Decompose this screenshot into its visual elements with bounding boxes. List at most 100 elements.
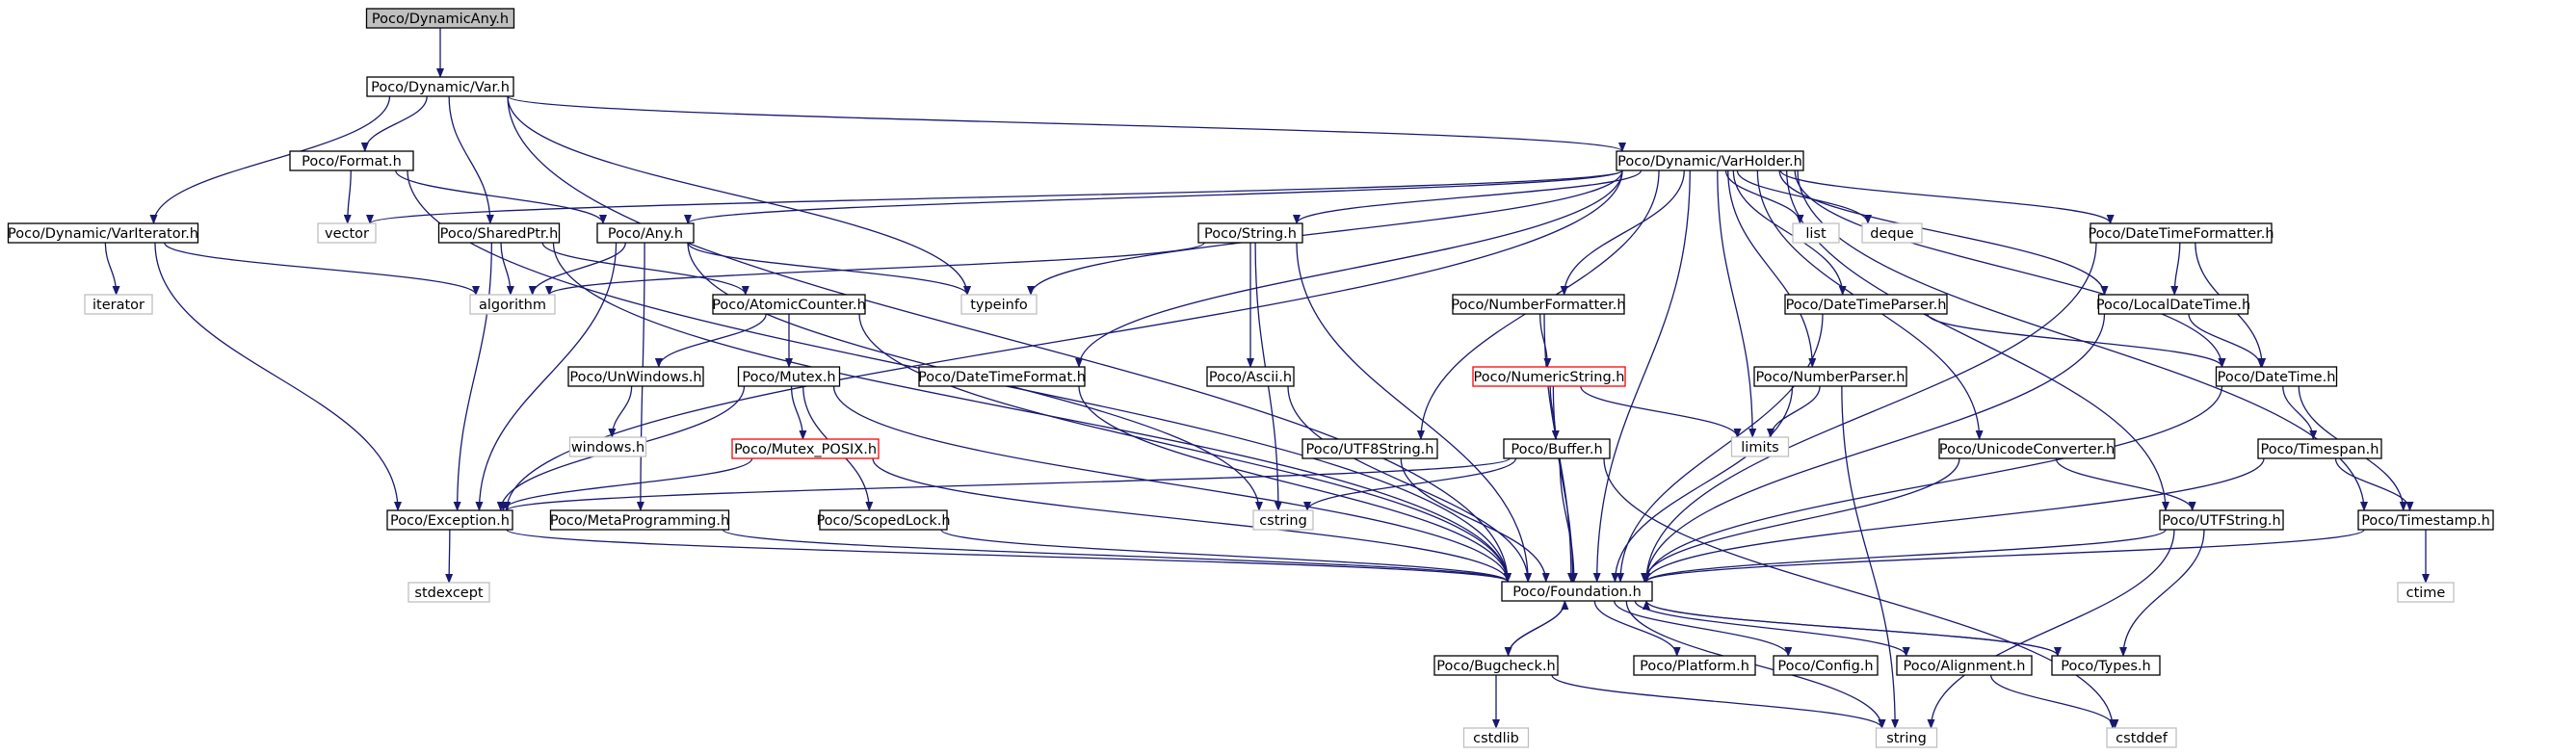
node-buffer[interactable]: Poco/Buffer.h	[1503, 438, 1611, 459]
node-var[interactable]: Poco/Dynamic/Var.h	[366, 76, 514, 97]
node-mutexposix[interactable]: Poco/Mutex_POSIX.h	[731, 438, 880, 459]
node-label: Poco/SharedPtr.h	[440, 226, 559, 242]
node-label: Poco/Alignment.h	[1904, 659, 2026, 674]
node-numstring[interactable]: Poco/NumericString.h	[1472, 366, 1626, 387]
edge-line	[1593, 600, 1681, 657]
node-box	[366, 76, 514, 97]
edge-foundation-to-config	[1614, 600, 1793, 657]
node-cstring: cstring	[1252, 509, 1314, 531]
edge-line	[687, 242, 971, 296]
node-unwindows[interactable]: Poco/UnWindows.h	[567, 366, 704, 387]
edge-line	[154, 242, 402, 511]
node-alignment[interactable]: Poco/Alignment.h	[1896, 655, 2033, 676]
node-mutex[interactable]: Poco/Mutex.h	[737, 366, 841, 387]
node-box	[819, 509, 948, 531]
node-atomic[interactable]: Poco/AtomicCounter.h	[712, 294, 866, 315]
node-label: Poco/DynamicAny.h	[372, 12, 509, 27]
node-unicodeconv[interactable]: Poco/UnicodeConverter.h	[1938, 438, 2116, 459]
edge-line	[2334, 457, 2414, 511]
edge-line	[858, 313, 1511, 583]
edge-line	[1507, 600, 1569, 657]
node-box	[1503, 438, 1611, 459]
node-scopedlock[interactable]: Poco/ScopedLock.h	[816, 509, 951, 531]
edge-foundation-to-alignment	[1634, 600, 1910, 657]
node-types[interactable]: Poco/Types.h	[2051, 655, 2161, 676]
node-box	[1861, 222, 1923, 244]
node-dtformat[interactable]: Poco/DateTimeFormat.h	[918, 366, 1086, 387]
node-label: Poco/AtomicCounter.h	[712, 298, 866, 313]
node-localdt[interactable]: Poco/LocalDateTime.h	[2096, 294, 2250, 315]
edge-line	[1027, 169, 1623, 296]
edge-var-to-varholder	[507, 95, 1626, 152]
node-numparser[interactable]: Poco/NumberParser.h	[1753, 366, 1907, 387]
edge-utf8-to-foundation	[1400, 457, 1550, 583]
edge-line	[552, 242, 1511, 583]
node-label: Poco/NumericString.h	[1474, 370, 1625, 385]
edge-numformatter-to-numstring	[1539, 313, 1552, 368]
node-label: Poco/Foundation.h	[1512, 585, 1642, 600]
node-box	[469, 294, 556, 315]
node-box	[407, 582, 490, 603]
edge-line	[1794, 169, 2226, 368]
node-foundation[interactable]: Poco/Foundation.h	[1501, 581, 1653, 602]
node-utf8[interactable]: Poco/UTF8String.h	[1301, 438, 1438, 459]
edge-line	[1841, 385, 1900, 729]
node-bugcheck[interactable]: Poco/Bugcheck.h	[1433, 655, 1559, 676]
node-label: Poco/Bugcheck.h	[1436, 659, 1555, 674]
edge-numparser-to-limits	[1766, 385, 1821, 438]
node-metaprog[interactable]: Poco/MetaProgramming.h	[550, 509, 729, 531]
node-ascii[interactable]: Poco/Ascii.h	[1206, 366, 1295, 387]
node-dynany[interactable]: Poco/DynamicAny.h	[365, 8, 515, 29]
node-box	[1633, 655, 1756, 676]
edge-line	[503, 169, 1623, 511]
node-label: Poco/Timestamp.h	[2361, 513, 2490, 529]
node-label: string	[1886, 731, 1927, 746]
edge-any-to-algorithm	[528, 242, 626, 296]
edge-any-to-exception	[475, 242, 618, 511]
node-label: ctime	[2406, 586, 2446, 601]
node-box	[2106, 727, 2177, 748]
node-windows: windows.h	[568, 436, 647, 457]
node-format[interactable]: Poco/Format.h	[289, 150, 414, 171]
node-label: Poco/Format.h	[302, 154, 402, 169]
node-label: Poco/Dynamic/VarHolder.h	[1617, 154, 1802, 169]
node-config[interactable]: Poco/Config.h	[1773, 655, 1879, 676]
edge-metaprog-to-foundation	[722, 529, 1511, 583]
node-label: algorithm	[479, 298, 546, 313]
edge-line	[1539, 313, 1552, 368]
edge-alignment-to-cstddef	[1989, 674, 2119, 729]
edge-variter-to-iterator	[104, 242, 120, 296]
node-label: Poco/LocalDateTime.h	[2096, 298, 2250, 313]
edge-atomic-to-unwindows	[654, 313, 767, 368]
edge-any-to-typeinfo	[687, 242, 971, 296]
edge-line	[1634, 600, 1910, 657]
node-timespan[interactable]: Poco/Timespan.h	[2257, 438, 2382, 459]
edge-line	[1560, 169, 1685, 296]
node-box	[2159, 509, 2284, 531]
node-datetime[interactable]: Poco/DateTime.h	[2215, 366, 2338, 387]
node-dtparser[interactable]: Poco/DateTimeParser.h	[1784, 294, 1948, 315]
edge-varholder-to-deque	[1736, 169, 1872, 224]
node-sharedptr[interactable]: Poco/SharedPtr.h	[437, 222, 561, 244]
edge-line	[2170, 242, 2181, 296]
node-exception[interactable]: Poco/Exception.h	[386, 509, 513, 531]
edge-line	[1643, 457, 2265, 583]
node-box	[568, 436, 647, 457]
edge-varholder-to-utfstring	[1786, 169, 2169, 511]
edge-var-to-format	[360, 95, 428, 152]
node-string_h[interactable]: Poco/String.h	[1197, 222, 1303, 244]
node-platform[interactable]: Poco/Platform.h	[1633, 655, 1756, 676]
edge-line	[1766, 385, 1821, 438]
node-box	[1753, 366, 1907, 387]
node-utfstring[interactable]: Poco/UTFString.h	[2159, 509, 2284, 531]
edge-bugcheck-to-string	[1551, 674, 1886, 729]
node-variter[interactable]: Poco/Dynamic/VarIterator.h	[7, 222, 199, 244]
edge-line	[1078, 385, 1511, 583]
node-box	[737, 366, 841, 387]
node-numformatter[interactable]: Poco/NumberFormatter.h	[1451, 294, 1626, 315]
node-timestamp[interactable]: Poco/Timestamp.h	[2357, 509, 2494, 531]
node-dtformatter[interactable]: Poco/DateTimeFormatter.h	[2088, 222, 2274, 244]
edge-line	[2282, 385, 2318, 440]
node-varholder[interactable]: Poco/Dynamic/VarHolder.h	[1616, 150, 1804, 171]
node-any[interactable]: Poco/Any.h	[596, 222, 695, 244]
